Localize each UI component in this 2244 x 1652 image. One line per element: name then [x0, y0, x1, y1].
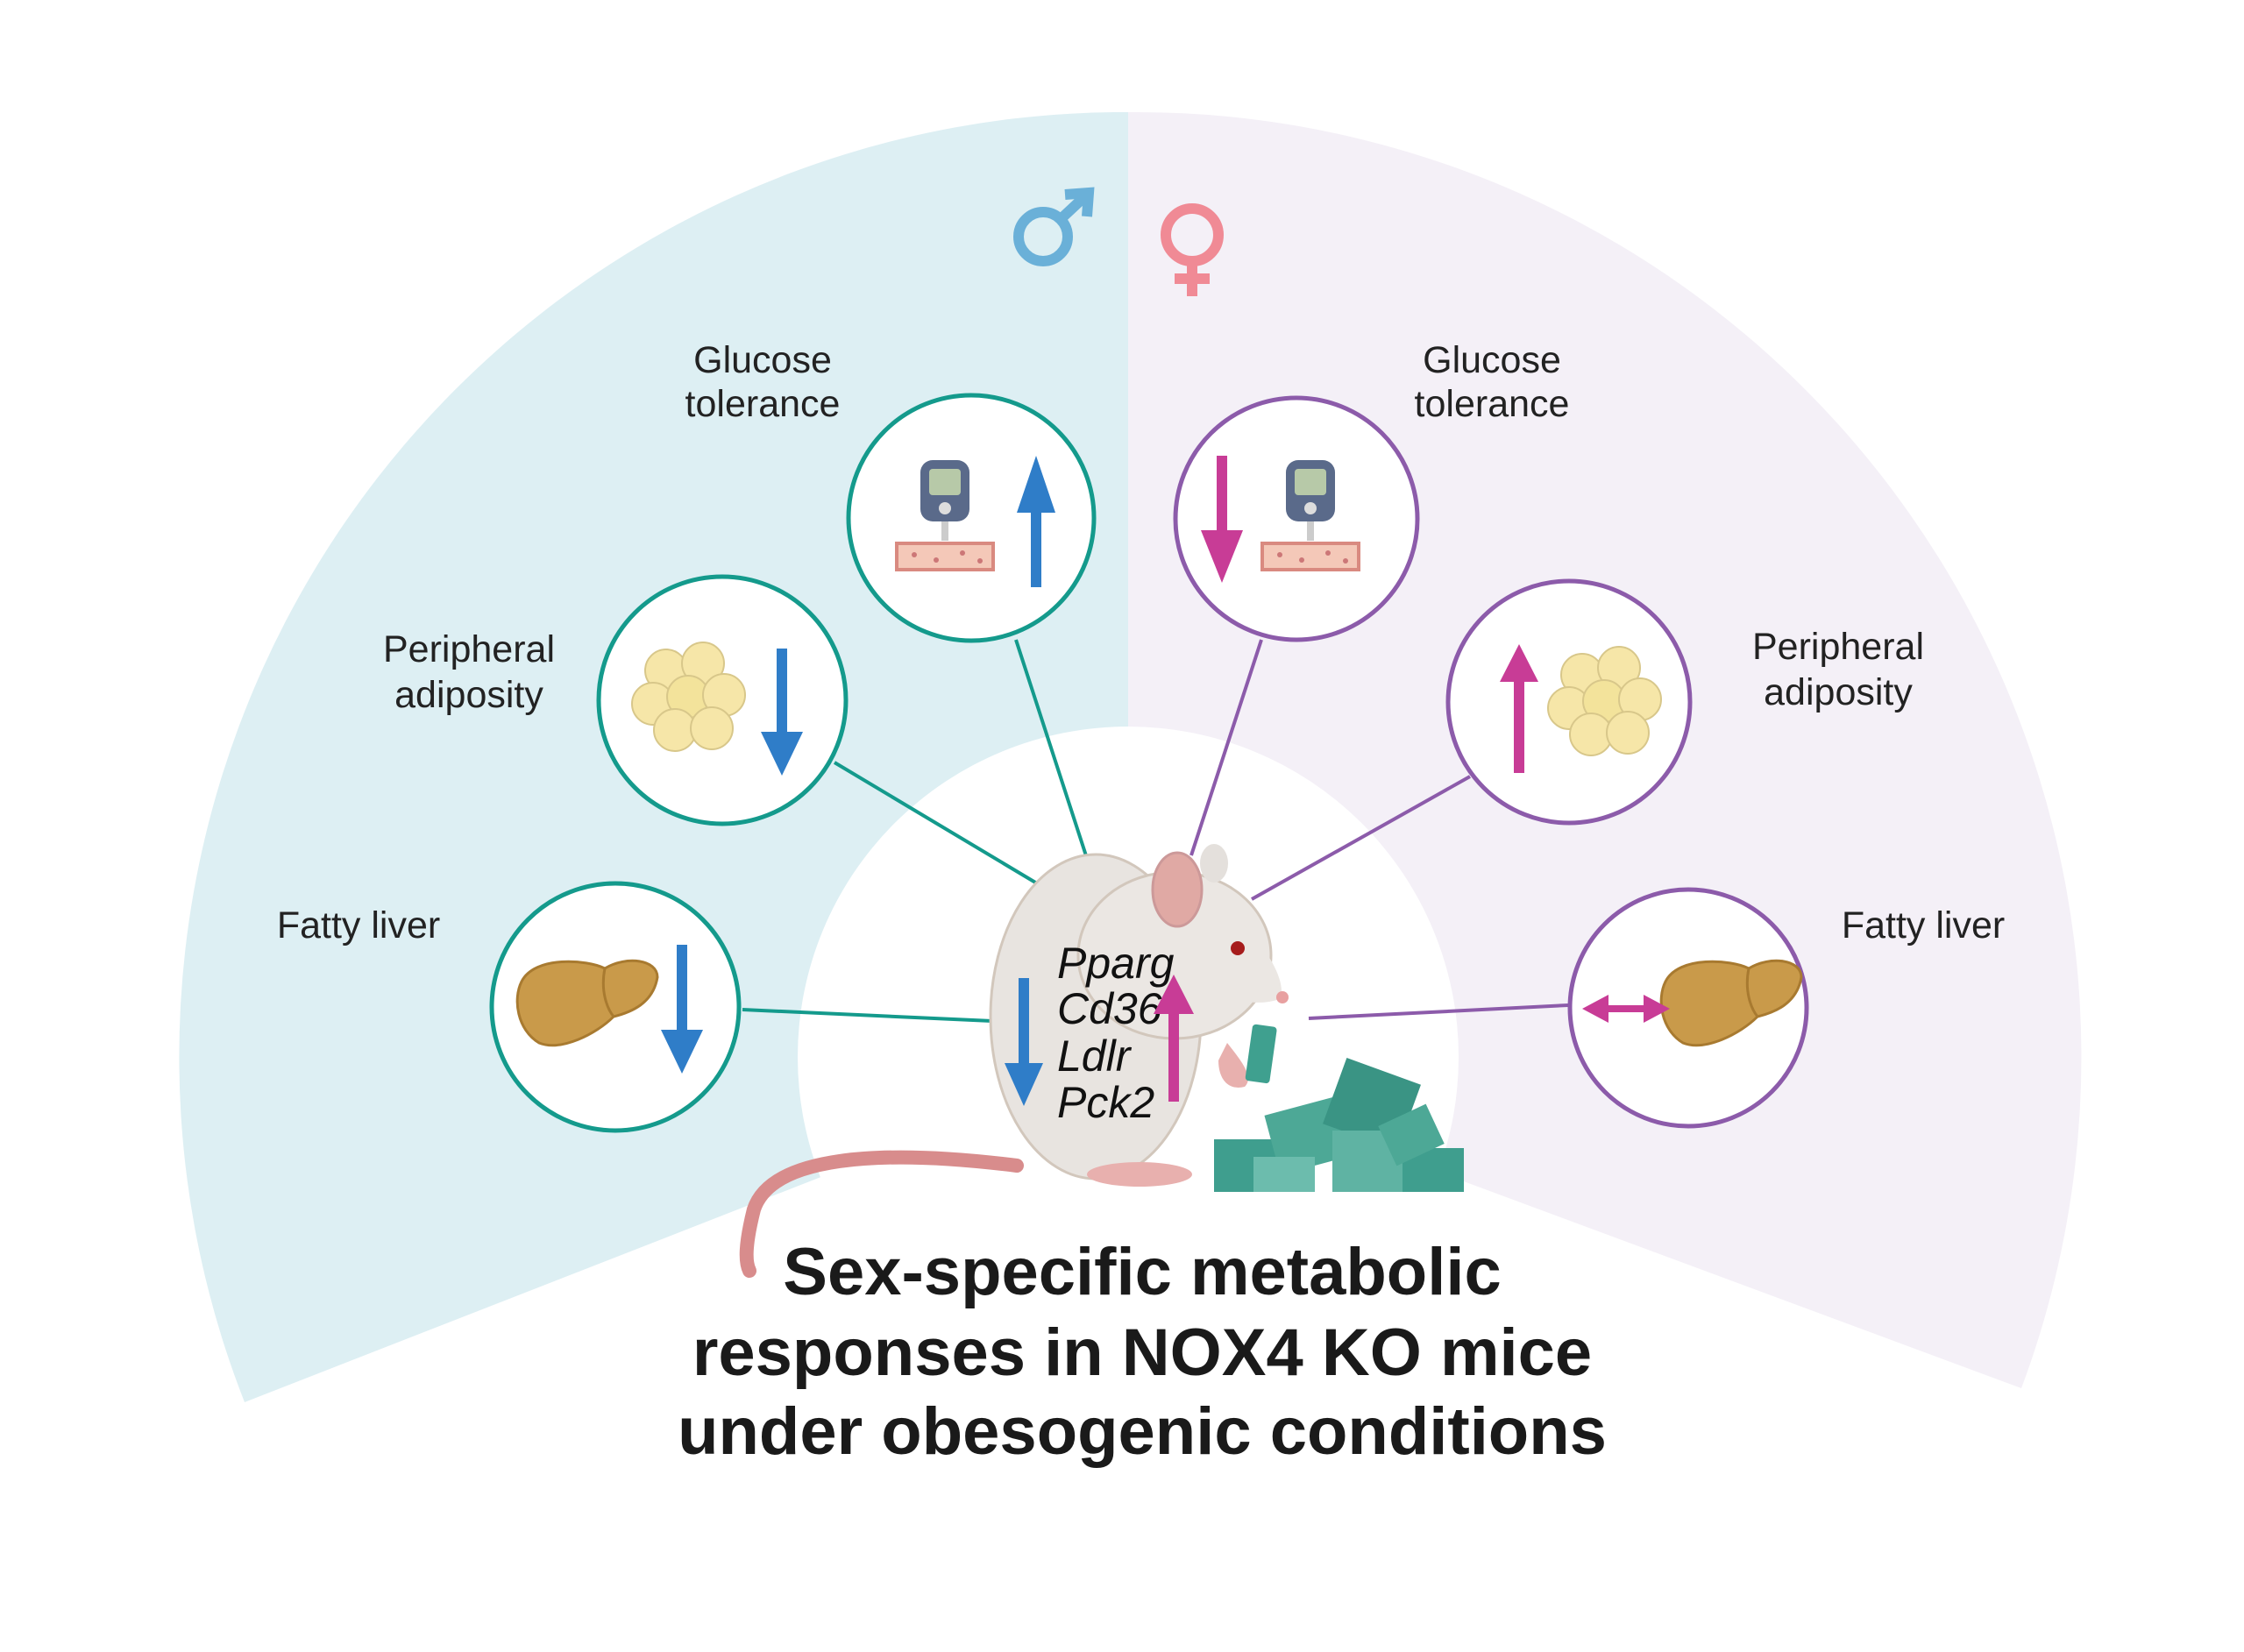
gene-ldlr: Ldlr	[1057, 1032, 1133, 1081]
female-glucose-label: Glucose	[1423, 339, 1561, 381]
connector-lines	[742, 639, 1569, 1023]
up-arrow-icon	[1154, 975, 1194, 1102]
female-adiposity-circle	[1445, 578, 1693, 826]
down-arrow-icon	[761, 649, 803, 776]
male-glucose-label: Glucose	[693, 339, 832, 381]
down-arrow-icon	[1201, 456, 1243, 583]
gene-list: Pparg Cd36 Ldlr Pck2	[1005, 939, 1194, 1127]
male-adiposity-circle	[596, 574, 849, 826]
gene-pparg: Pparg	[1057, 939, 1175, 988]
food-pellets-icon	[1214, 1058, 1464, 1192]
female-adiposity-label: Peripheral	[1752, 626, 1924, 668]
male-glucose-circle	[846, 393, 1097, 643]
male-glucose-label-2: tolerance	[685, 383, 841, 425]
male-liver-circle	[489, 881, 742, 1133]
gene-cd36: Cd36	[1057, 984, 1162, 1033]
female-glucose-label-2: tolerance	[1415, 383, 1570, 425]
down-arrow-icon	[1005, 978, 1043, 1106]
double-arrow-icon	[1582, 995, 1670, 1023]
male-symbol-icon	[1013, 187, 1095, 266]
male-adiposity-label-2: adiposity	[394, 674, 543, 716]
female-symbol-icon	[1161, 203, 1224, 296]
up-arrow-icon	[1017, 456, 1055, 587]
female-liver-label: Fatty liver	[1842, 904, 2005, 947]
title-line-2: responses in NOX4 KO mice	[692, 1315, 1592, 1390]
mouse-illustration	[739, 844, 1289, 1278]
male-liver-label: Fatty liver	[277, 904, 440, 947]
gene-pck2: Pck2	[1057, 1078, 1154, 1127]
female-adiposity-label-2: adiposity	[1764, 671, 1913, 713]
title-line-1: Sex-specific metabolic	[783, 1235, 1501, 1309]
female-glucose-circle	[1173, 395, 1420, 642]
male-adiposity-label: Peripheral	[383, 628, 555, 670]
title-line-3: under obesogenic conditions	[678, 1394, 1607, 1469]
down-arrow-icon	[661, 945, 703, 1074]
female-liver-circle	[1567, 887, 1809, 1129]
up-arrow-icon	[1500, 644, 1538, 773]
